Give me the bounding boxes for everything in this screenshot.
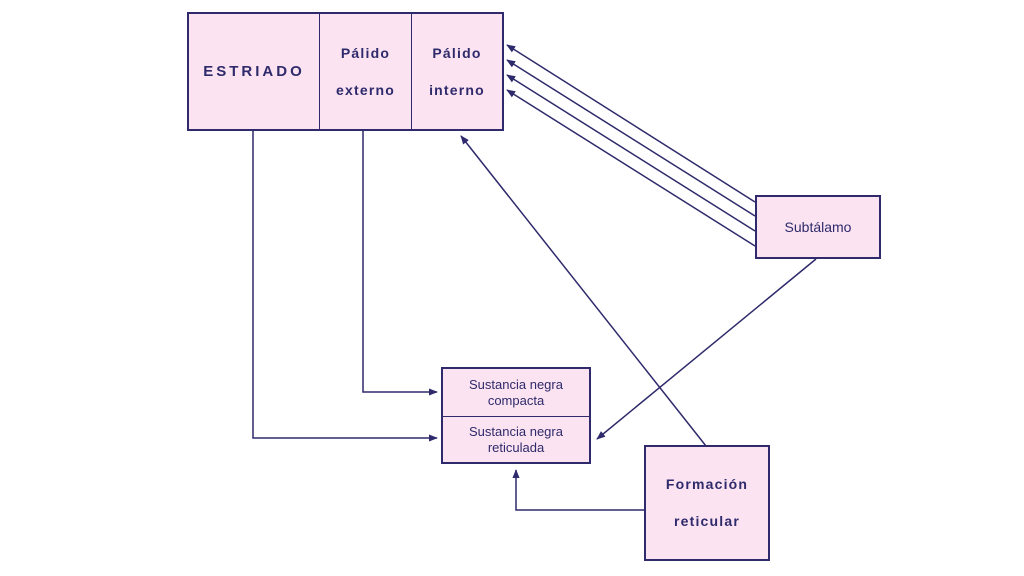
edge-subtalamo-to-palido-interno-4 — [506, 89, 756, 247]
sn-reticulada-node: Sustancia negra reticulada — [443, 417, 589, 462]
formacion-reticular-label-1: Formación — [665, 476, 749, 492]
palido-interno-node: Pálido interno — [412, 14, 502, 129]
basal-nuclei-box: ESTRIADO Pálido externo Pálido interno — [187, 12, 504, 131]
edge-estriado-to-sn-reticulada — [252, 131, 438, 442]
subtalamo-label: Subtálamo — [784, 219, 852, 235]
sustancia-negra-box: Sustancia negra compacta Sustancia negra… — [441, 367, 591, 464]
formacion-reticular-label-2: reticular — [673, 513, 741, 529]
divider — [411, 14, 412, 129]
subtalamo-node: Subtálamo — [755, 195, 881, 259]
divider — [319, 14, 320, 129]
sn-compacta-label-1: Sustancia negra — [469, 376, 563, 392]
estriado-label: ESTRIADO — [203, 63, 305, 80]
formacion-reticular-node: Formación reticular — [644, 445, 770, 561]
edge-subtalamo-to-sn-reticulada — [596, 258, 817, 440]
sn-reticulada-label-2: reticulada — [487, 439, 545, 455]
palido-externo-label-2: externo — [336, 81, 395, 98]
palido-externo-node: Pálido externo — [319, 14, 412, 129]
edge-formacion-reticular-to-sn-reticulada — [512, 469, 645, 511]
divider — [443, 416, 589, 417]
sn-reticulada-label-1: Sustancia negra — [469, 423, 563, 439]
edge-subtalamo-to-palido-interno-3 — [506, 74, 756, 232]
edge-formacion-reticular-to-palido-interno — [460, 135, 707, 447]
palido-interno-label-2: interno — [429, 81, 485, 98]
edge-subtalamo-to-palido-interno-2 — [506, 59, 756, 217]
estriado-node: ESTRIADO — [189, 14, 319, 129]
sn-compacta-label-2: compacta — [487, 392, 545, 408]
palido-interno-label-1: Pálido — [432, 44, 482, 61]
edge-palido-externo-to-sn-compacta — [362, 131, 438, 396]
palido-externo-label-1: Pálido — [340, 44, 391, 61]
sn-compacta-node: Sustancia negra compacta — [443, 369, 589, 416]
edge-subtalamo-to-palido-interno-1 — [506, 44, 756, 203]
